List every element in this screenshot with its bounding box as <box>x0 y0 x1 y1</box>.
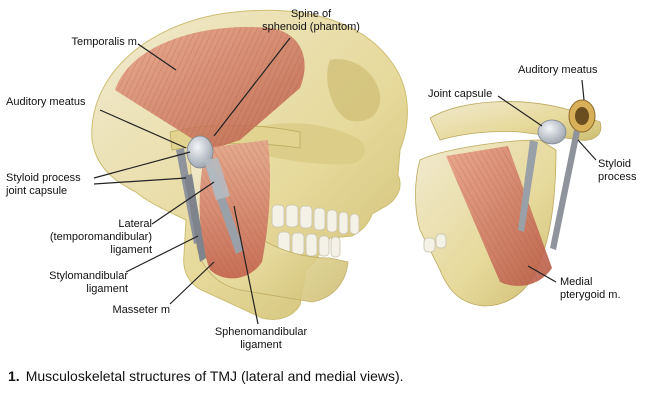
label-styloid-joint-capsule: Styloid process joint capsule <box>6 172 81 198</box>
label-medial-line1: Medial <box>560 276 593 288</box>
tmj-illustration <box>91 9 602 325</box>
label-spine-line1: Spine of <box>290 8 332 20</box>
label-styloid-jc-line1: Styloid process <box>6 172 81 184</box>
teeth-lateral <box>271 204 360 258</box>
leader-lines <box>93 37 597 325</box>
figure-caption: 1. Musculoskeletal structures of TMJ (lat… <box>8 368 404 384</box>
styloid-process-medial <box>550 130 580 250</box>
label-joint-capsule-text: Joint capsule <box>428 88 493 100</box>
label-styloid-process: Styloid process <box>598 158 637 184</box>
label-auditory-right-text: Auditory meatus <box>518 64 598 76</box>
label-spine-of-sphenoid: Spine of sphenoid (phantom) <box>246 8 376 34</box>
label-lateral-line3: ligament <box>110 244 152 256</box>
label-lateral-ligament: Lateral (temporomandibular) ligament <box>10 218 152 257</box>
label-auditory-meatus-right: Auditory meatus <box>518 64 597 77</box>
label-stylomand-line2: ligament <box>86 283 128 295</box>
label-styloid-line1: Styloid <box>598 158 632 170</box>
caption-number: 1. <box>8 368 20 384</box>
label-styloid-jc-line2: joint capsule <box>6 185 68 197</box>
stylomandibular-ligament <box>184 174 206 262</box>
label-temporalis: Temporalis m. <box>30 36 140 49</box>
medial-view <box>415 99 602 307</box>
label-masseter: Masseter m <box>60 304 170 317</box>
label-sphenomandibular-ligament: Sphenomandibular ligament <box>206 326 316 352</box>
label-spheno-line2: ligament <box>240 339 282 351</box>
label-spine-line2: sphenoid (phantom) <box>262 21 360 33</box>
sphenomandibular-ligament-medial <box>518 140 538 232</box>
label-lateral-line2: (temporomandibular) <box>49 231 152 243</box>
orbit <box>327 59 381 122</box>
label-auditory-left-text: Auditory meatus <box>6 96 86 108</box>
label-spheno-line1: Sphenomandibular <box>214 326 308 338</box>
label-masseter-text: Masseter m <box>112 304 170 316</box>
label-auditory-meatus-left: Auditory meatus <box>6 96 85 109</box>
label-medial-line2: pterygoid m. <box>560 289 621 301</box>
label-temporalis-text: Temporalis m. <box>71 36 140 48</box>
label-medial-pterygoid: Medial pterygoid m. <box>560 276 621 302</box>
lateral-view <box>91 9 408 320</box>
joint-capsule-medial <box>537 119 567 145</box>
label-lateral-line1: Lateral <box>118 218 152 230</box>
temporomandibular-ligament <box>204 158 230 200</box>
label-joint-capsule: Joint capsule <box>428 88 492 101</box>
label-stylomand-line1: Stylomandibular <box>49 270 128 282</box>
label-styloid-line2: process <box>598 171 637 183</box>
label-stylomandibular-ligament: Stylomandibular ligament <box>10 270 128 296</box>
caption-text: Musculoskeletal structures of TMJ (later… <box>25 368 404 384</box>
